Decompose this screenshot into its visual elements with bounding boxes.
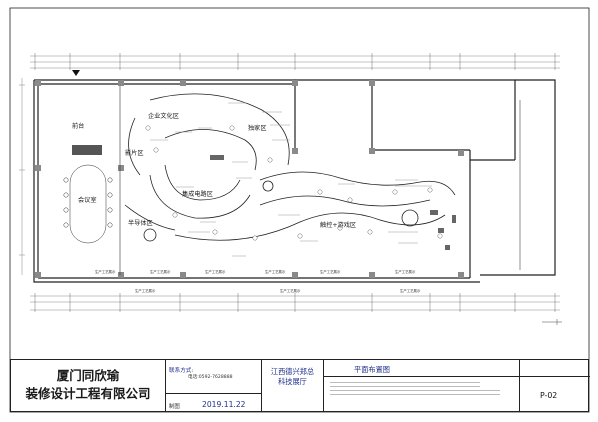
company-cell: 厦门同欣瑜 装修设计工程有限公司 bbox=[11, 360, 166, 411]
zone-label: 触控+游戏区 bbox=[320, 221, 356, 229]
section-marker bbox=[542, 319, 562, 325]
process-label: 生产工艺展示 bbox=[135, 288, 156, 293]
project-name-line2: 科技展厅 bbox=[278, 377, 307, 386]
process-label: 生产工艺展示 bbox=[150, 269, 171, 274]
top-dimension-lines bbox=[30, 53, 560, 70]
drawing-title: 平面布置图 bbox=[354, 365, 390, 374]
company-name-line2: 装修设计工程有限公司 bbox=[25, 386, 151, 401]
zone-label: 半导体区 bbox=[128, 219, 153, 227]
zone-label: 企业文化区 bbox=[148, 112, 179, 120]
drawn-by-label: 制图 bbox=[169, 404, 180, 410]
bottom-dimension-lines bbox=[30, 293, 560, 312]
process-label: 生产工艺展示 bbox=[395, 269, 416, 274]
zone-label: 独家区 bbox=[248, 124, 267, 132]
process-label: 生产工艺展示 bbox=[400, 288, 421, 293]
zone-labels: 前台 会议室 企业文化区 影片区 独家区 集成电路区 半导体区 触控+游戏区 bbox=[72, 112, 356, 229]
page-number-cell: P-02 bbox=[520, 360, 590, 411]
contact-label: 联系方式: bbox=[169, 368, 194, 374]
project-name-line1: 江西德兴郑总 bbox=[270, 367, 315, 376]
process-label: 生产工艺展示 bbox=[265, 269, 286, 274]
zone-label: 集成电路区 bbox=[182, 190, 213, 198]
page-number: P-02 bbox=[540, 391, 558, 400]
annotation-marks bbox=[150, 102, 432, 257]
process-label: 生产工艺展示 bbox=[95, 269, 116, 274]
zone-label: 影片区 bbox=[125, 149, 144, 157]
equipment-blocks bbox=[210, 155, 456, 250]
title-block: 厦门同欣瑜 装修设计工程有限公司 联系方式: 电话:0592-7628888 制… bbox=[10, 359, 590, 412]
curved-exhibit-walls bbox=[124, 93, 456, 242]
bottom-process-labels: 生产工艺展示 生产工艺展示 生产工艺展示 生产工艺展示 生产工艺展示 生产工艺展… bbox=[95, 269, 421, 293]
process-label: 生产工艺展示 bbox=[280, 288, 301, 293]
process-label: 生产工艺展示 bbox=[320, 269, 341, 274]
left-dimension-lines bbox=[19, 78, 25, 275]
process-label: 生产工艺展示 bbox=[205, 269, 226, 274]
sheet-border bbox=[9, 7, 590, 413]
zone-label: 前台 bbox=[72, 122, 84, 130]
company-name-line1: 厦门同欣瑜 bbox=[56, 368, 120, 383]
zone-label: 会议室 bbox=[78, 196, 97, 204]
drawing-date: 2019.11.22 bbox=[202, 400, 246, 409]
contact-value: 电话:0592-7628888 bbox=[188, 375, 233, 380]
contact-cell: 联系方式: 电话:0592-7628888 制图 2019.11.22 bbox=[166, 360, 262, 411]
drawing-title-cell: 平面布置图 bbox=[324, 360, 520, 411]
project-cell: 江西德兴郑总 科技展厅 bbox=[262, 360, 324, 411]
meeting-table bbox=[63, 145, 113, 244]
arrow-marker-icon bbox=[72, 70, 80, 76]
columns bbox=[35, 80, 464, 278]
fixture-circles bbox=[145, 125, 443, 241]
